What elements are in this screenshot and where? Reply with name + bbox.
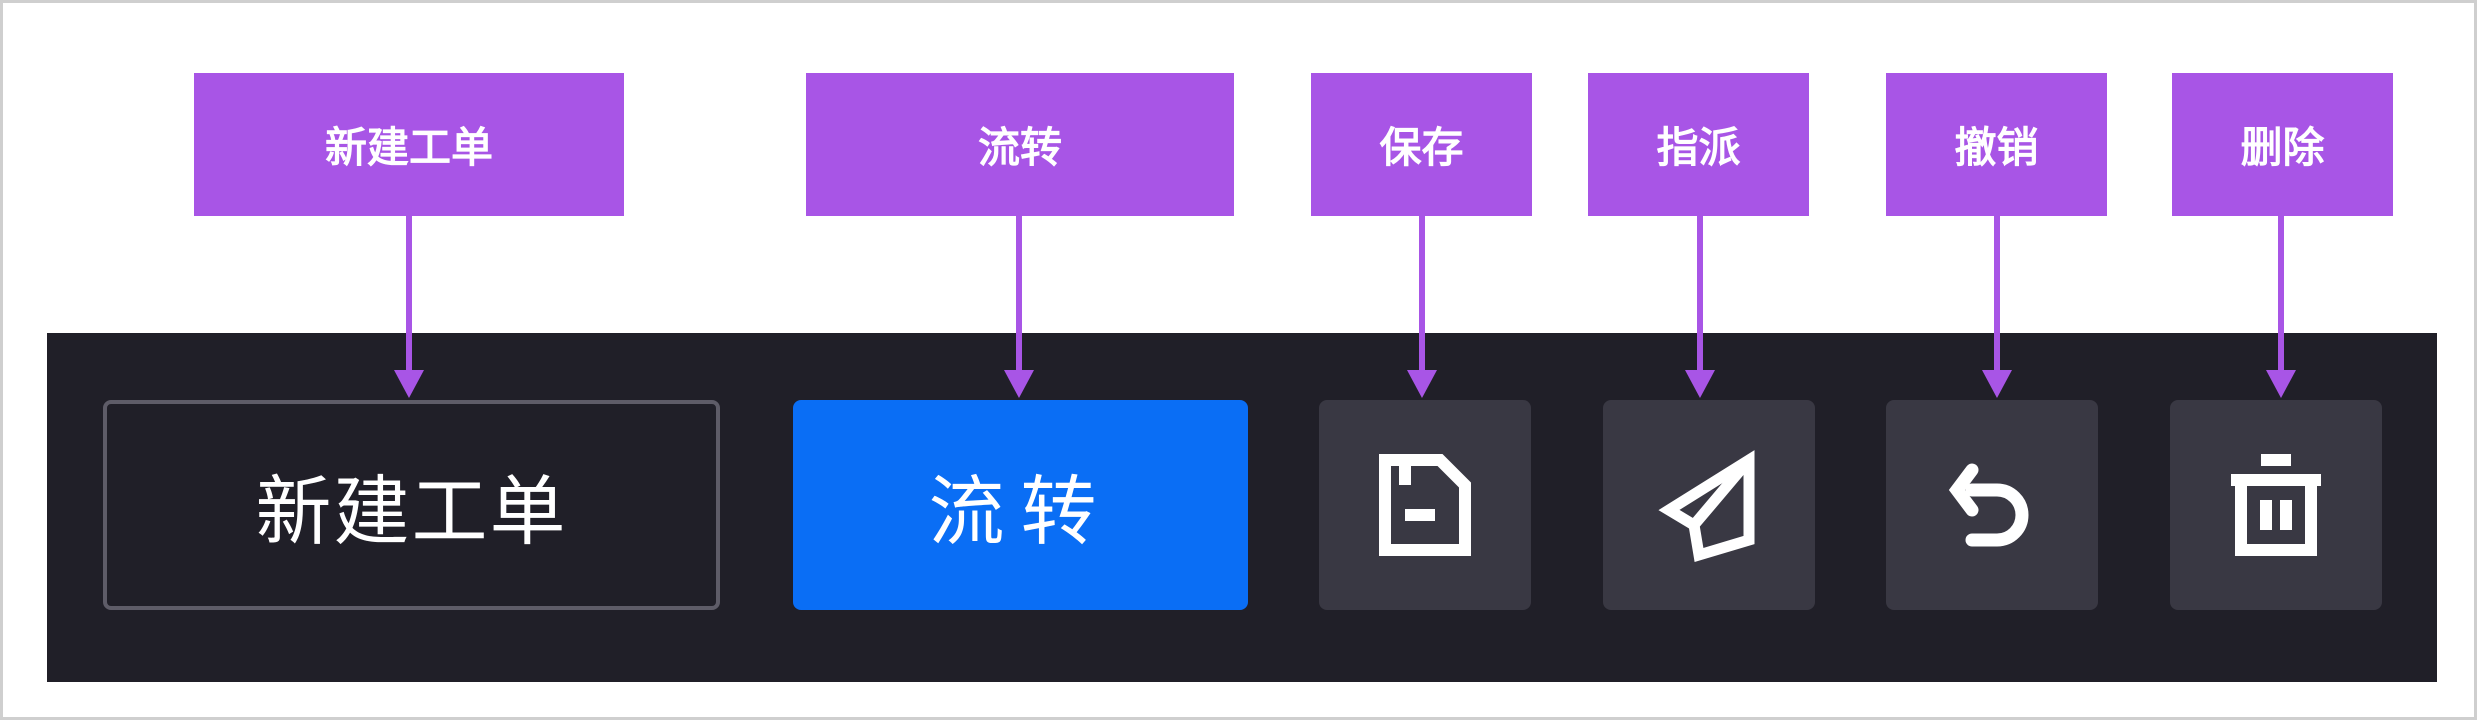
annotation-arrow (1994, 216, 2000, 376)
annotation-transfer: 流转 (806, 73, 1234, 216)
annotation-arrowhead (2266, 370, 2296, 398)
annotation-arrow (406, 216, 412, 376)
undo-button[interactable] (1886, 400, 2098, 610)
new-ticket-label: 新建工单 (255, 467, 568, 556)
annotation-arrowhead (1685, 370, 1715, 398)
annotation-arrow (1419, 216, 1425, 376)
annotation-save: 保存 (1311, 73, 1532, 216)
annotation-arrowhead (394, 370, 424, 398)
transfer-button[interactable]: 流转 (793, 400, 1248, 610)
annotation-arrowhead (1407, 370, 1437, 398)
annotation-arrowhead (1004, 370, 1034, 398)
new-ticket-button[interactable]: 新建工单 (103, 400, 720, 610)
assign-button[interactable] (1603, 400, 1815, 610)
annotation-arrow (1016, 216, 1022, 376)
annotation-arrow (2278, 216, 2284, 376)
transfer-label: 流转 (928, 467, 1113, 556)
annotation-assign: 指派 (1588, 73, 1809, 216)
annotation-new-ticket: 新建工单 (194, 73, 624, 216)
annotation-undo: 撤销 (1886, 73, 2107, 216)
undo-icon (1948, 463, 2029, 547)
send-icon (1658, 450, 1755, 563)
annotation-arrow (1697, 216, 1703, 376)
save-icon (1379, 454, 1471, 556)
trash-icon (2231, 454, 2321, 556)
annotation-delete: 删除 (2172, 73, 2393, 216)
annotation-arrowhead (1982, 370, 2012, 398)
delete-button[interactable] (2170, 400, 2382, 610)
save-button[interactable] (1319, 400, 1531, 610)
